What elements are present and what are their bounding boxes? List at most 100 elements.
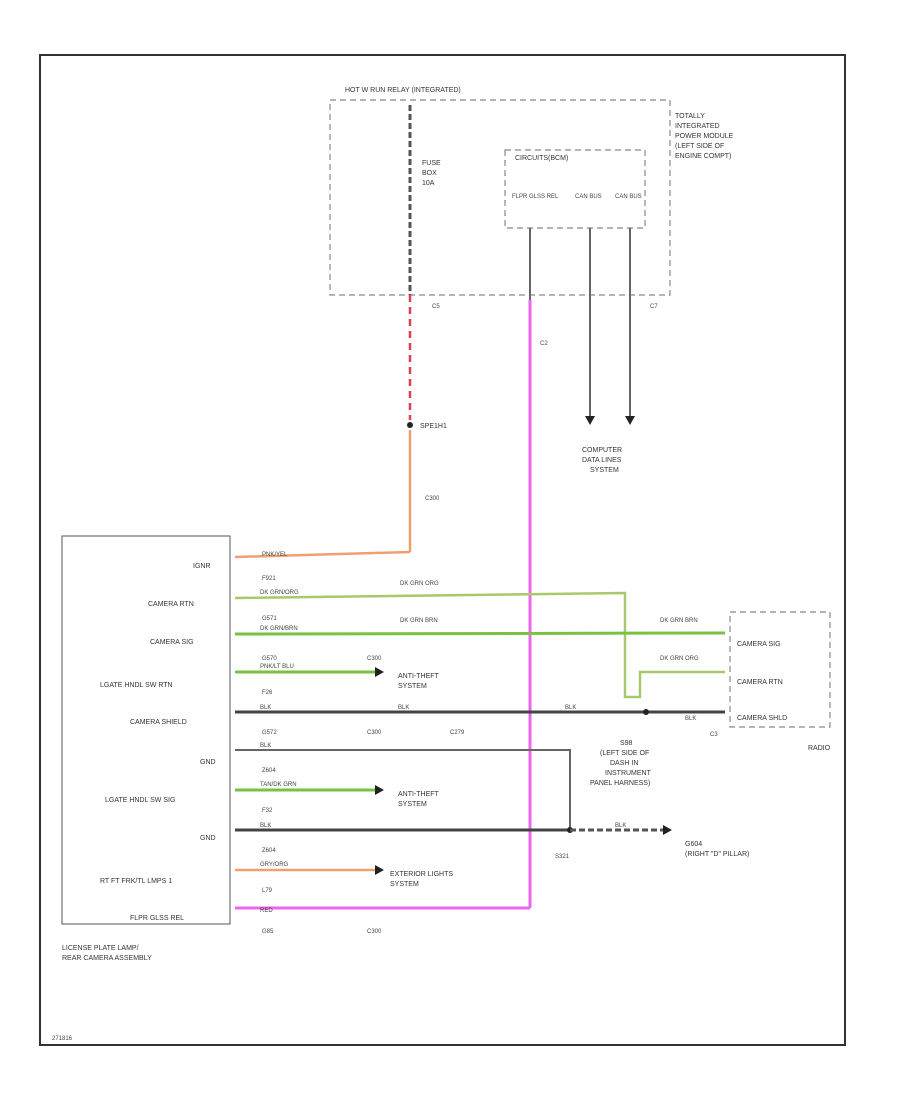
radio-pin-sig: CAMERA SIG bbox=[737, 641, 781, 648]
anti-theft-label-2: ANTI-THEFT SYSTEM bbox=[398, 791, 440, 808]
camera-assembly-box bbox=[61, 535, 231, 925]
pin-ignr: IGNR bbox=[193, 563, 211, 570]
component-label: LICENSE PLATE LAMP/ REAR CAMERA ASSEMBLY bbox=[62, 945, 152, 962]
s98-splice bbox=[643, 709, 649, 715]
pin-gnd-1: GND bbox=[200, 759, 216, 766]
c-label-c300-d: C300 bbox=[367, 929, 382, 935]
splice-dot bbox=[407, 422, 413, 428]
svg-text:DATA LINES: DATA LINES bbox=[582, 457, 622, 464]
wire-lgate-rtn-color: PNK/LT BLU bbox=[260, 664, 294, 670]
s321-label: S321 bbox=[555, 854, 570, 860]
svg-text:10A: 10A bbox=[422, 180, 435, 187]
wire-ignr-color: PNK/YEL bbox=[262, 552, 288, 558]
wire-gnd1-color: BLK bbox=[260, 743, 271, 749]
svg-text:SYSTEM: SYSTEM bbox=[590, 467, 619, 474]
gnd-wire-1 bbox=[235, 749, 571, 830]
svg-text:SYSTEM: SYSTEM bbox=[390, 881, 419, 888]
figure-id: 271816 bbox=[52, 1036, 73, 1042]
c-label-c279: C279 bbox=[450, 730, 465, 736]
svg-text:LICENSE PLATE LAMP/: LICENSE PLATE LAMP/ bbox=[62, 945, 139, 952]
wire-gnd1-code: Z604 bbox=[262, 768, 276, 774]
ignr-wire bbox=[234, 550, 411, 559]
svg-text:ANTI-THEFT: ANTI-THEFT bbox=[398, 673, 440, 680]
radio-pin-shld: CAMERA SHLD bbox=[737, 715, 787, 722]
anti-theft-label-1: ANTI-THEFT SYSTEM bbox=[398, 673, 440, 690]
power-module-label: TOTALLY INTEGRATED POWER MODULE (LEFT SI… bbox=[675, 113, 734, 160]
svg-text:COMPUTER: COMPUTER bbox=[582, 447, 622, 454]
pin-camera-shield: CAMERA SHIELD bbox=[130, 719, 187, 726]
cds-label: COMPUTER DATA LINES SYSTEM bbox=[582, 447, 622, 474]
wire-lgate-sig-color: TAN/DK GRN bbox=[260, 782, 297, 788]
anti-theft-arrow-1 bbox=[375, 667, 384, 677]
wire-rtn-color: DK GRN/ORG bbox=[260, 590, 299, 596]
splice-label: SPE1H1 bbox=[420, 423, 447, 430]
svg-text:REAR CAMERA ASSEMBLY: REAR CAMERA ASSEMBLY bbox=[62, 955, 152, 962]
wire-rtn-right: DK GRN ORG bbox=[660, 656, 699, 662]
c-label-c7: C7 bbox=[650, 304, 658, 310]
radio-pin-rtn: CAMERA RTN bbox=[737, 679, 783, 686]
can-arrow-2 bbox=[625, 416, 635, 425]
wire-f32: F32 bbox=[262, 808, 273, 814]
svg-text:ANTI-THEFT: ANTI-THEFT bbox=[398, 791, 440, 798]
wire-shield-mid: BLK bbox=[398, 705, 409, 711]
wire-gnd-right: BLK bbox=[615, 823, 626, 829]
pin-flpr: FLPR GLSS REL bbox=[130, 915, 184, 922]
bcm-box bbox=[504, 149, 646, 229]
wire-flpr-code: G85 bbox=[262, 929, 274, 935]
pin-lgate-sig: LGATE HNDL SW SIG bbox=[105, 797, 175, 804]
c-label-c300: C300 bbox=[425, 496, 440, 502]
c-label-c300-c: C300 bbox=[367, 730, 382, 736]
svg-text:SYSTEM: SYSTEM bbox=[398, 801, 427, 808]
wire-shield-far: BLK bbox=[685, 716, 696, 722]
svg-text:INSTRUMENT: INSTRUMENT bbox=[605, 770, 652, 777]
wire-sig-code: G570 bbox=[262, 656, 277, 662]
exterior-lights-arrow bbox=[375, 865, 384, 875]
svg-text:EXTERIOR LIGHTS: EXTERIOR LIGHTS bbox=[390, 871, 453, 878]
wire-gnd2-color: BLK bbox=[260, 823, 271, 829]
component-pins: IGNR CAMERA RTN CAMERA SIG LGATE HNDL SW… bbox=[100, 563, 216, 922]
radio-box bbox=[729, 611, 831, 728]
wire-shield-code: G572 bbox=[262, 730, 277, 736]
diagram-frame bbox=[39, 54, 846, 1046]
exterior-lights-label: EXTERIOR LIGHTS SYSTEM bbox=[390, 871, 453, 888]
pin-can-bus-2: CAN BUS bbox=[615, 194, 642, 200]
svg-text:FUSE: FUSE bbox=[422, 160, 441, 167]
pin-flpr-glss: FLPR GLSS REL bbox=[512, 194, 559, 200]
c-label-c5: C5 bbox=[432, 304, 440, 310]
camera-sig-wire bbox=[234, 631, 726, 636]
relay-label: HOT W RUN RELAY (INTEGRATED) bbox=[345, 87, 461, 94]
camera-rtn-wire bbox=[234, 591, 725, 699]
svg-text:S98: S98 bbox=[620, 740, 633, 747]
c-label-c300-b: C300 bbox=[367, 656, 382, 662]
wire-rtn-mid: DK GRN ORG bbox=[400, 581, 439, 587]
svg-text:INTEGRATED: INTEGRATED bbox=[675, 123, 720, 130]
svg-text:PANEL HARNESS): PANEL HARNESS) bbox=[590, 780, 650, 787]
power-module-box bbox=[329, 99, 671, 296]
wire-sig-color: DK GRN/BRN bbox=[260, 626, 298, 632]
svg-text:G604: G604 bbox=[685, 841, 702, 848]
pin-can-bus-1: CAN BUS bbox=[575, 194, 602, 200]
ground-arrow bbox=[663, 825, 672, 835]
bcm-label: CIRCUITS(BCM) bbox=[515, 155, 568, 162]
pin-lgate-rtn: LGATE HNDL SW RTN bbox=[100, 682, 173, 689]
c-label-c2: C2 bbox=[540, 341, 548, 347]
wire-shield-right: BLK bbox=[565, 705, 576, 711]
g604-label: G604 (RIGHT "D" PILLAR) bbox=[685, 841, 749, 858]
wire-sig-mid: DK GRN BRN bbox=[400, 618, 438, 624]
pin-rt-ft: RT FT FRK/TL LMPS 1 bbox=[100, 878, 172, 885]
fuse-label: FUSE BOX 10A bbox=[422, 160, 441, 187]
pin-camera-sig: CAMERA SIG bbox=[150, 639, 194, 646]
svg-text:BOX: BOX bbox=[422, 170, 437, 177]
wire-rtn-code: G571 bbox=[262, 616, 277, 622]
svg-text:SYSTEM: SYSTEM bbox=[398, 683, 427, 690]
pin-camera-rtn: CAMERA RTN bbox=[148, 601, 194, 608]
wire-tail-color: GRY/ORG bbox=[260, 862, 289, 868]
can-arrow-1 bbox=[585, 416, 595, 425]
wire-f921: F921 bbox=[262, 576, 276, 582]
c3-label: C3 bbox=[710, 732, 718, 738]
wire-sig-right: DK GRN BRN bbox=[660, 618, 698, 624]
wire-tail-code: L79 bbox=[262, 888, 273, 894]
radio-label: RADIO bbox=[808, 745, 831, 752]
s98-label: S98 (LEFT SIDE OF DASH IN INSTRUMENT PAN… bbox=[590, 740, 652, 787]
